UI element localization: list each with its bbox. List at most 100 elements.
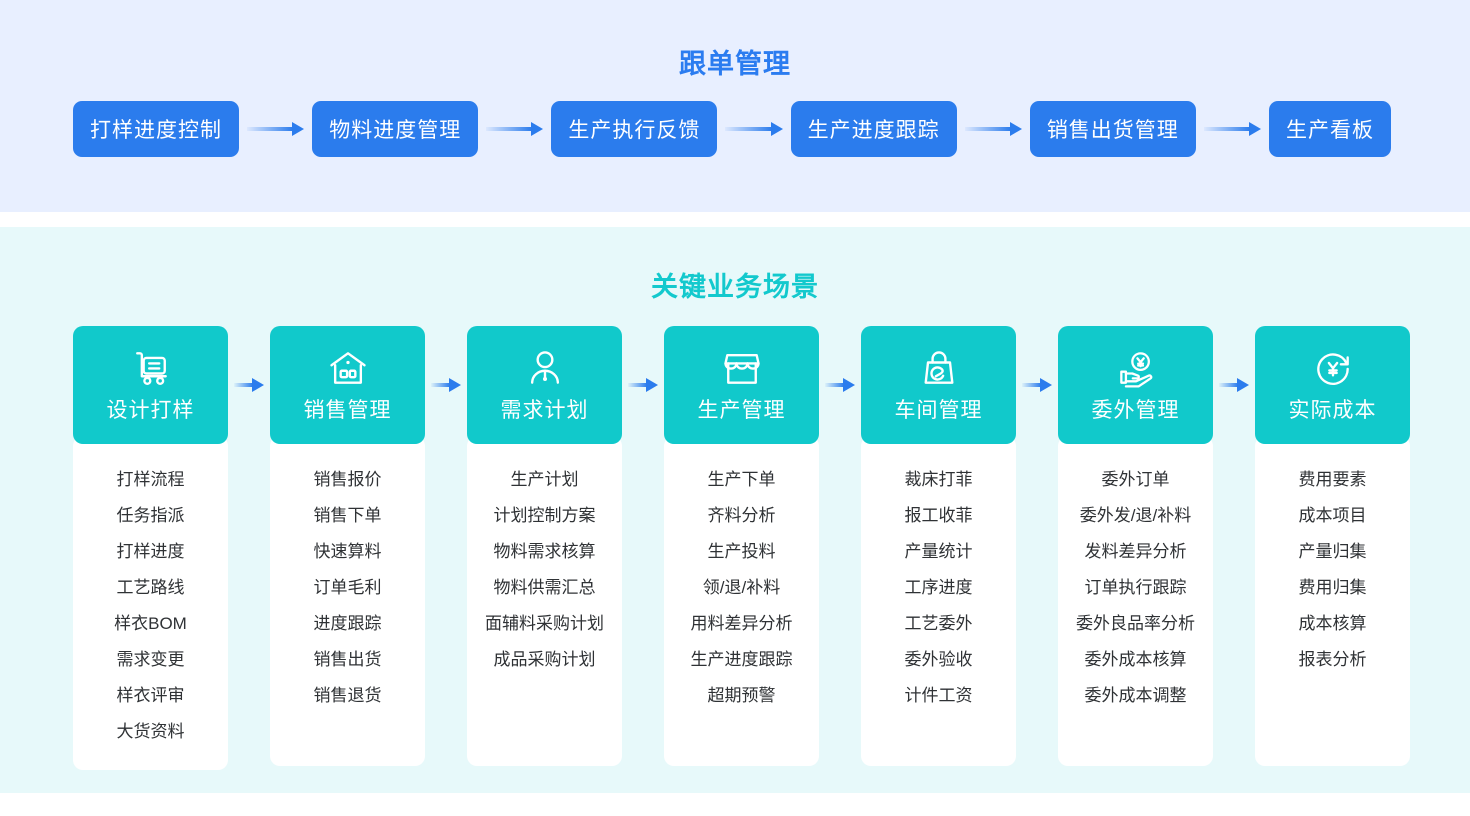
list-item[interactable]: 销售报价 xyxy=(313,470,382,489)
scenario-arrow-3 xyxy=(628,378,658,392)
order-tracking-flow: 打样进度控制 物料进度管理 生产执行反馈 生产进度跟踪 销售出货管理 生产看板 xyxy=(73,101,1392,157)
list-item[interactable]: 产量统计 xyxy=(904,542,973,561)
scenario-card-header[interactable]: 委外管理 xyxy=(1058,326,1213,444)
scenario-card-title: 销售管理 xyxy=(303,399,392,422)
list-item[interactable]: 报表分析 xyxy=(1298,650,1367,669)
trolley-cart-icon xyxy=(129,346,173,390)
scenario-card-header[interactable]: 设计打样 xyxy=(73,326,228,444)
scenario-card-list: 打样流程任务指派打样进度工艺路线样衣BOM 需求变更样衣评审大货资料 xyxy=(73,436,228,770)
scenario-card-title: 生产管理 xyxy=(697,399,786,422)
scenario-card-body: 实际成本费用要素成本项目产量归集费用归集成本核算报表分析 xyxy=(1255,326,1410,766)
list-item[interactable]: 面辅料采购计划 xyxy=(485,614,604,633)
list-item[interactable]: 订单毛利 xyxy=(313,578,382,597)
list-item[interactable]: 委外验收 xyxy=(904,650,973,669)
storefront-icon xyxy=(720,346,764,390)
yuan-refresh-icon xyxy=(1311,346,1355,390)
scenario-card-list: 裁床打菲报工收菲产量统计工序进度工艺委外委外验收计件工资 xyxy=(861,436,1016,766)
list-item[interactable]: 工艺委外 xyxy=(904,614,973,633)
list-item[interactable]: 物料需求核算 xyxy=(493,542,596,561)
list-item[interactable]: 领/退/补料 xyxy=(702,578,781,597)
list-item[interactable]: 销售下单 xyxy=(313,506,382,525)
flow-step-4[interactable]: 生产进度跟踪 xyxy=(790,101,957,157)
list-item[interactable]: 大货资料 xyxy=(116,722,185,741)
scenario-card-header[interactable]: 需求计划 xyxy=(467,326,622,444)
list-item[interactable]: 用料差异分析 xyxy=(690,614,793,633)
scenario-card-header[interactable]: 实际成本 xyxy=(1255,326,1410,444)
list-item[interactable]: 委外成本调整 xyxy=(1084,686,1187,705)
list-item[interactable]: 订单执行跟踪 xyxy=(1084,578,1187,597)
scenario-card-list: 生产计划计划控制方案物料需求核算物料供需汇总面辅料采购计划成品采购计划 xyxy=(467,436,622,766)
flow-arrow-2 xyxy=(486,122,544,136)
list-item[interactable]: 样衣BOM xyxy=(114,614,187,633)
list-item[interactable]: 打样进度 xyxy=(116,542,185,561)
list-item[interactable]: 产量归集 xyxy=(1298,542,1367,561)
flow-arrow-3 xyxy=(725,122,783,136)
scenario-arrow-5 xyxy=(1022,378,1052,392)
list-item[interactable]: 销售出货 xyxy=(313,650,382,669)
list-item[interactable]: 工艺路线 xyxy=(116,578,185,597)
list-item[interactable]: 销售退货 xyxy=(313,686,382,705)
list-item[interactable]: 发料差异分析 xyxy=(1084,542,1187,561)
scenario-card-3: 需求计划生产计划计划控制方案物料需求核算物料供需汇总面辅料采购计划成品采购计划 xyxy=(467,326,622,766)
scenario-card-body: 生产管理生产下单齐料分析生产投料领/退/补料用料差异分析生产进度跟踪超期预警 xyxy=(664,326,819,766)
list-item[interactable]: 委外成本核算 xyxy=(1084,650,1187,669)
scenario-card-title: 实际成本 xyxy=(1288,399,1377,422)
list-item[interactable]: 委外良品率分析 xyxy=(1076,614,1195,633)
flow-step-6[interactable]: 生产看板 xyxy=(1269,101,1392,157)
scenario-card-header[interactable]: 销售管理 xyxy=(270,326,425,444)
list-item[interactable]: 齐料分析 xyxy=(707,506,776,525)
scenario-card-body: 车间管理裁床打菲报工收菲产量统计工序进度工艺委外委外验收计件工资 xyxy=(861,326,1016,766)
scenario-arrow-6 xyxy=(1219,378,1249,392)
hand-yuan-coin-icon xyxy=(1114,346,1158,390)
scenario-card-4: 生产管理生产下单齐料分析生产投料领/退/补料用料差异分析生产进度跟踪超期预警 xyxy=(664,326,819,766)
list-item[interactable]: 超期预警 xyxy=(707,686,776,705)
person-icon xyxy=(523,346,567,390)
flow-arrow-5 xyxy=(1203,122,1262,136)
scenario-card-list: 费用要素成本项目产量归集费用归集成本核算报表分析 xyxy=(1255,436,1410,766)
list-item[interactable]: 样衣评审 xyxy=(116,686,185,705)
footer-strip xyxy=(0,793,1470,816)
list-item[interactable]: 生产投料 xyxy=(707,542,776,561)
flow-step-5[interactable]: 销售出货管理 xyxy=(1029,101,1196,157)
list-item[interactable]: 成品采购计划 xyxy=(493,650,596,669)
list-item[interactable]: 生产下单 xyxy=(707,470,776,489)
flow-step-2[interactable]: 物料进度管理 xyxy=(312,101,479,157)
scenario-card-title: 设计打样 xyxy=(106,399,195,422)
scenario-card-body: 需求计划生产计划计划控制方案物料需求核算物料供需汇总面辅料采购计划成品采购计划 xyxy=(467,326,622,766)
list-item[interactable]: 工序进度 xyxy=(904,578,973,597)
scenario-card-1: 设计打样打样流程任务指派打样进度工艺路线样衣BOM 需求变更样衣评审大货资料 xyxy=(73,326,228,770)
section-divider xyxy=(0,212,1470,227)
scenario-arrow-2 xyxy=(431,378,461,392)
bag-e-icon xyxy=(917,346,961,390)
list-item[interactable]: 打样流程 xyxy=(116,470,185,489)
scenario-card-body: 设计打样打样流程任务指派打样进度工艺路线样衣BOM 需求变更样衣评审大货资料 xyxy=(73,326,228,770)
list-item[interactable]: 成本项目 xyxy=(1298,506,1367,525)
list-item[interactable]: 委外订单 xyxy=(1101,470,1170,489)
scenario-card-header[interactable]: 车间管理 xyxy=(861,326,1016,444)
list-item[interactable]: 生产计划 xyxy=(510,470,579,489)
list-item[interactable]: 任务指派 xyxy=(116,506,185,525)
list-item[interactable]: 进度跟踪 xyxy=(313,614,382,633)
list-item[interactable]: 需求变更 xyxy=(116,650,185,669)
list-item[interactable]: 生产进度跟踪 xyxy=(690,650,793,669)
flow-step-1[interactable]: 打样进度控制 xyxy=(73,101,239,157)
top-section-title: 跟单管理 xyxy=(679,49,791,79)
list-item[interactable]: 费用归集 xyxy=(1298,578,1367,597)
list-item[interactable]: 报工收菲 xyxy=(904,506,973,525)
list-item[interactable]: 计件工资 xyxy=(904,686,973,705)
list-item[interactable]: 物料供需汇总 xyxy=(493,578,596,597)
list-item[interactable]: 成本核算 xyxy=(1298,614,1367,633)
scenario-card-5: 车间管理裁床打菲报工收菲产量统计工序进度工艺委外委外验收计件工资 xyxy=(861,326,1016,766)
bottom-section-title: 关键业务场景 xyxy=(651,272,819,302)
list-item[interactable]: 委外发/退/补料 xyxy=(1079,506,1192,525)
scenario-arrow-1 xyxy=(234,378,264,392)
list-item[interactable]: 计划控制方案 xyxy=(493,506,596,525)
list-item[interactable]: 裁床打菲 xyxy=(904,470,973,489)
scenario-card-header[interactable]: 生产管理 xyxy=(664,326,819,444)
scenario-card-list: 生产下单齐料分析生产投料领/退/补料用料差异分析生产进度跟踪超期预警 xyxy=(664,436,819,766)
flow-arrow-1 xyxy=(247,122,305,136)
list-item[interactable]: 费用要素 xyxy=(1298,470,1367,489)
flow-step-3[interactable]: 生产执行反馈 xyxy=(551,101,718,157)
list-item[interactable]: 快速算料 xyxy=(313,542,382,561)
